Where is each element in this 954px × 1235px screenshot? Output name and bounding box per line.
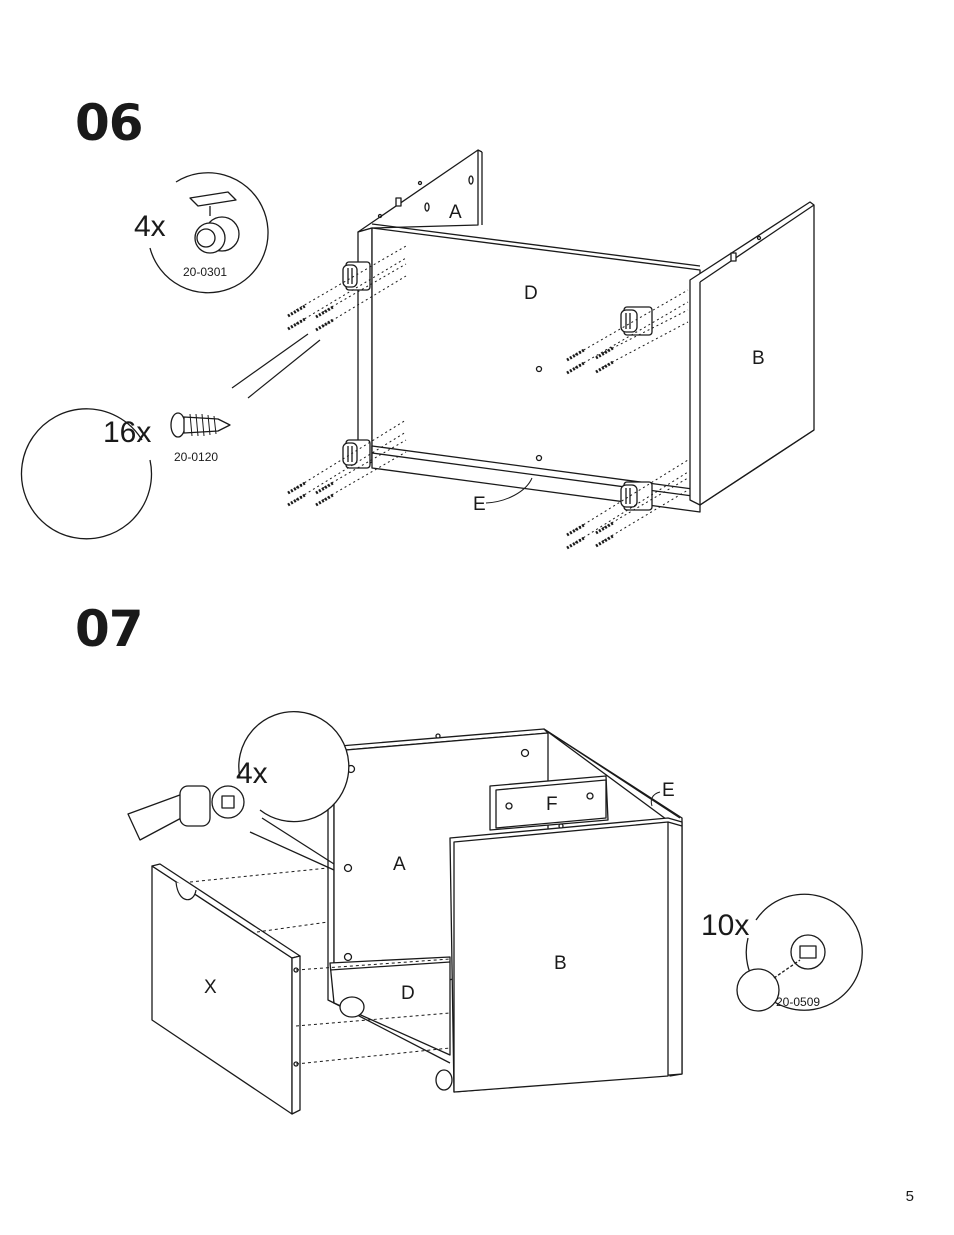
cover-cap-icon (736, 934, 826, 1012)
step-07-number: 07 (75, 600, 144, 658)
step06-screw-code: 20-0120 (174, 450, 218, 464)
step-06-number: 06 (75, 94, 144, 152)
screw-set-bottom-right (566, 459, 689, 550)
step06-caster-code: 20-0301 (183, 265, 227, 279)
step-06-illustration: A D B E 4x 20-0301 16x 20-0120 (20, 149, 815, 550)
step07-label-d: D (401, 983, 415, 1004)
panel-b (689, 201, 815, 506)
step06-label-b: B (752, 348, 765, 369)
step07-label-a: A (393, 854, 406, 875)
step07-label-e: E (662, 780, 675, 801)
caster-bottom-left (342, 439, 371, 469)
panel-x (151, 863, 301, 1115)
step07-cap-qty: 10x (701, 909, 749, 942)
callout-screwdriver (127, 710, 350, 871)
caster-bottom-right (620, 481, 653, 511)
callout-caster (149, 172, 269, 294)
step-07-illustration: A F E B D X 4x 10x 20-0509 (127, 710, 863, 1115)
step07-label-x: X (204, 977, 217, 998)
screw-set-bottom-left (287, 419, 407, 507)
callout-cover-cap (736, 893, 863, 1012)
caster-top-left (342, 261, 371, 291)
screw-set-top-right (566, 289, 689, 375)
screw-set-top-left (287, 245, 407, 332)
callout-screw (20, 333, 321, 540)
page-number: 5 (905, 1188, 914, 1205)
panel-b-step07 (449, 817, 683, 1093)
caster-wheel-icon (189, 191, 240, 254)
panel-f (489, 775, 609, 831)
step06-label-d: D (524, 283, 538, 304)
step07-label-b: B (554, 953, 567, 974)
panel-d-step07 (329, 956, 453, 1091)
step06-label-e: E (473, 494, 486, 515)
step06-label-a: A (449, 202, 462, 223)
screwdriver-cam-lock-icon (127, 785, 245, 841)
step07-cap-code: 20-0509 (776, 995, 820, 1009)
caster-top-right (620, 306, 653, 336)
step06-screw-qty: 16x (103, 416, 151, 449)
screw-icon (170, 412, 231, 438)
step06-caster-qty: 4x (134, 210, 166, 243)
step07-label-f: F (546, 794, 558, 815)
step07-screwdriver-qty: 4x (236, 757, 268, 790)
